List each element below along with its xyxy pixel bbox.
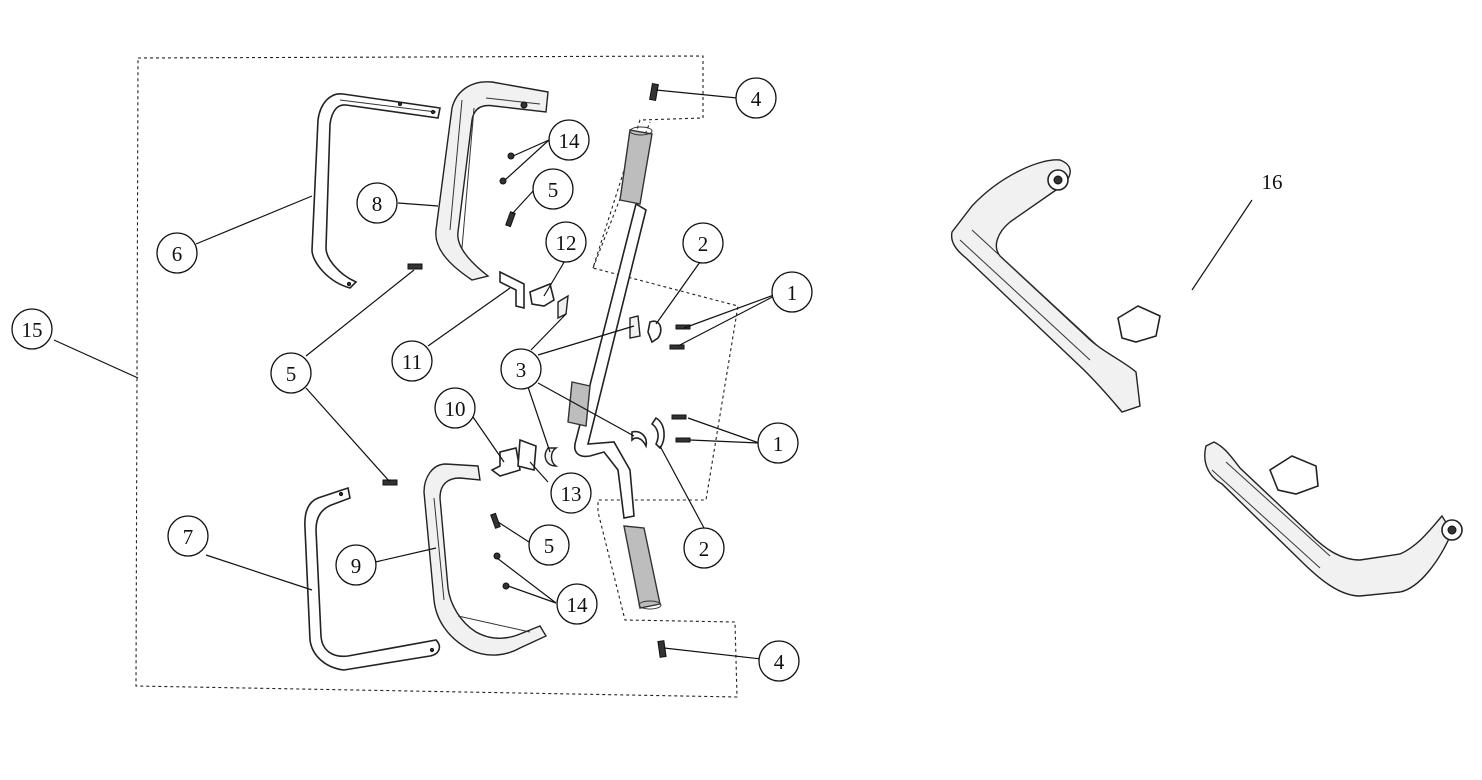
callout-number: 11 [402,350,422,374]
callout-number: 4 [774,650,785,674]
adapter-10 [490,447,521,477]
callout-circle [771,271,813,313]
callout-c12: 12 [545,221,587,263]
callout-circle [757,422,799,464]
callout-circle [545,221,587,263]
callout-c14a: 14 [548,119,590,161]
callout-circle [758,640,800,682]
callout-number: 2 [698,232,709,256]
callout-c7: 7 [167,515,209,557]
callout-circle [434,387,476,429]
callout-c15: 15 [11,308,53,350]
adapter-13 [517,438,537,472]
callout-number: 5 [544,534,555,558]
callout-circle [735,77,777,119]
callout-c5a: 5 [532,168,574,210]
label-16: 16 [1262,170,1283,194]
handguard-bracket-6 [311,93,441,289]
screws-14-bottom [493,552,510,590]
handguard-shell-8 [435,81,549,281]
callout-circle [532,168,574,210]
screw-4-top [649,83,659,101]
callout-c5b: 5 [270,352,312,394]
callout-c11: 11 [391,340,433,382]
callout-c2a: 2 [682,222,724,264]
screw-5-left-upper [407,263,423,270]
callout-circle [270,352,312,394]
callout-c1b: 1 [757,422,799,464]
callout-number: 4 [751,87,762,111]
callout-circle [356,182,398,224]
callout-circle [528,524,570,566]
callout-c14b: 14 [556,583,598,625]
callout-number: 9 [351,554,362,578]
callout-c5c: 5 [528,524,570,566]
callout-number: 6 [172,242,183,266]
callout-number: 10 [445,397,466,421]
callout-c4a: 4 [735,77,777,119]
callout-c6: 6 [156,232,198,274]
assembly-boundary-15 [135,55,739,698]
clamp-insert-3-lower [544,430,648,467]
callout-number: 5 [286,362,297,386]
callout-circle [548,119,590,161]
callout-circle [335,544,377,586]
callout-c13: 13 [550,472,592,514]
screw-5-upper [505,211,516,228]
callout-circle [682,222,724,264]
callout-number: 2 [699,537,710,561]
callout-number: 15 [22,318,43,342]
callout-c8: 8 [356,182,398,224]
clamp-2-upper [647,320,662,344]
callout-circle [500,348,542,390]
screw-5-left-lower [382,479,398,486]
clamp-2-lower [650,416,665,450]
callout-circle [167,515,209,557]
callout-circle [556,583,598,625]
callout-circle [683,527,725,569]
callout-number: 1 [787,281,798,305]
handlebar [567,126,662,610]
callout-circle [11,308,53,350]
callout-circle [391,340,433,382]
bolts-1-upper [669,324,691,350]
screws-14-top [499,152,515,185]
callout-number: 1 [773,432,784,456]
assembled-handguard-upper [950,159,1161,413]
callout-circle [156,232,198,274]
callout-c1a: 1 [771,271,813,313]
handguard-bracket-7 [304,486,441,671]
callout-c10: 10 [434,387,476,429]
callout-circle [550,472,592,514]
adapter-12 [529,282,555,307]
callout-number: 14 [567,593,589,617]
callout-number: 8 [372,192,383,216]
callout-number: 14 [559,129,581,153]
bolts-1-lower [671,414,691,443]
callout-c3: 3 [500,348,542,390]
callout-number: 12 [556,231,577,255]
screw-4-bottom [657,640,667,658]
adapter-11 [499,270,525,310]
callout-c9: 9 [335,544,377,586]
screw-5-lower [490,512,501,529]
callout-number: 7 [183,525,194,549]
callout-c4b: 4 [758,640,800,682]
callout-number: 5 [548,178,559,202]
callout-number: 13 [561,482,582,506]
clamp-insert-3-upper [557,294,641,339]
callout-c2b: 2 [683,527,725,569]
assembled-handguard-lower [1204,441,1463,597]
handguard-shell-9 [423,463,548,656]
callout-number: 3 [516,358,527,382]
leader-lines [53,89,1253,662]
